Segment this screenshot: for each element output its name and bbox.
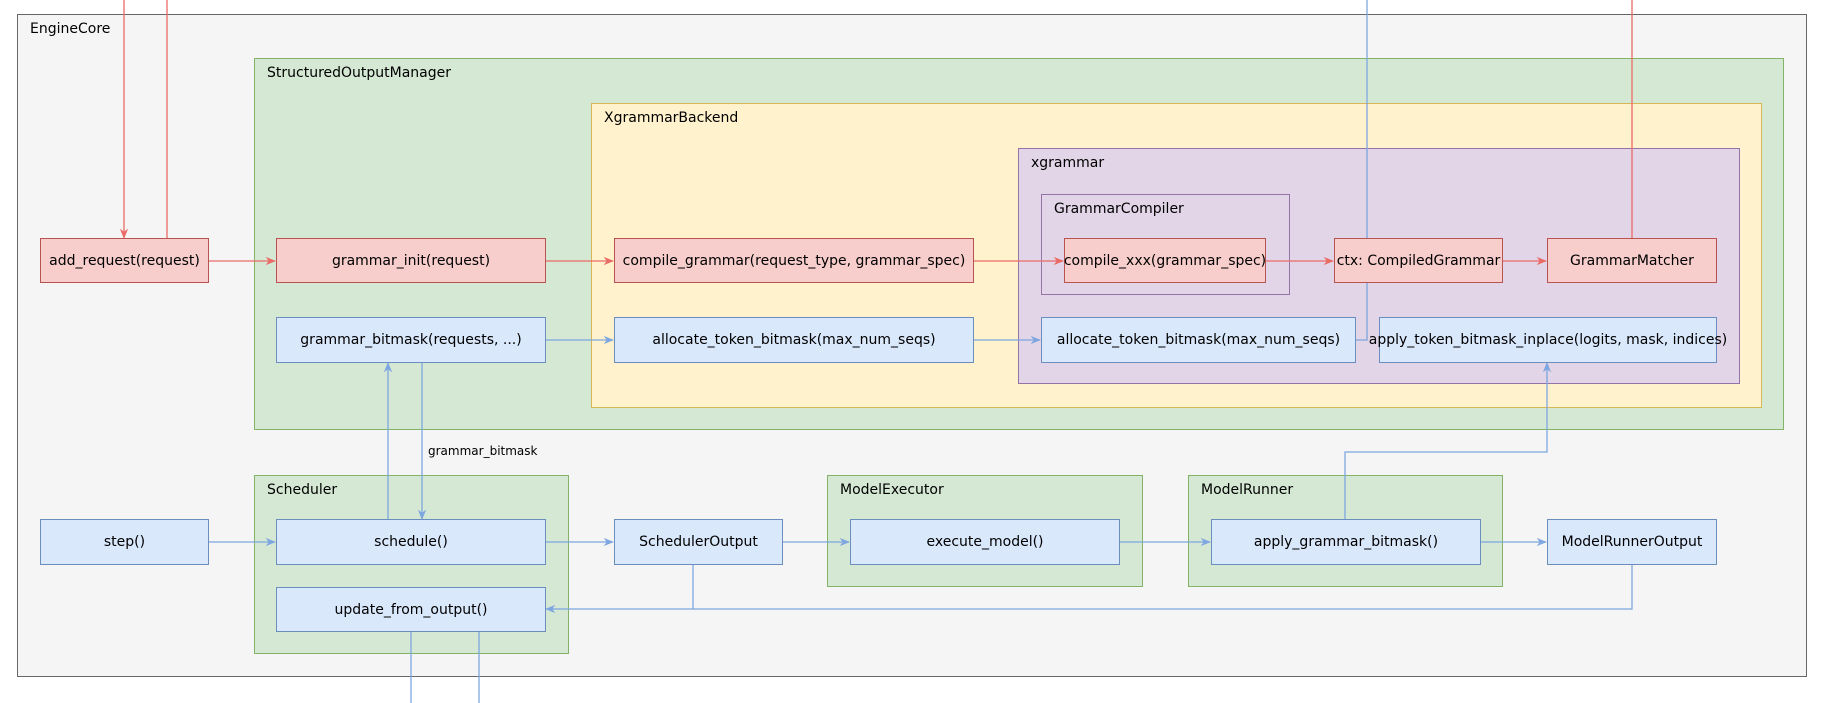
edge-apply-to-inplace <box>1344 361 1552 519</box>
apply-grammar-bitmask-node[interactable]: apply_grammar_bitmask() <box>1211 519 1481 565</box>
xgrammar-backend-label: XgrammarBackend <box>604 110 739 126</box>
xgrammar-label: xgrammar <box>1031 155 1105 171</box>
add-request-node[interactable]: add_request(request) <box>40 238 209 283</box>
grammar-compiler-label: GrammarCompiler <box>1054 201 1184 217</box>
allocate-token-bitmask-backend-node[interactable]: allocate_token_bitmask(max_num_seqs) <box>614 317 974 363</box>
edge-label-grammar-bitmask: grammar_bitmask <box>428 444 538 458</box>
engine-core-label: EngineCore <box>30 21 111 37</box>
compile-xxx-node[interactable]: compile_xxx(grammar_spec) <box>1064 238 1266 283</box>
edge-runner-output-to-update <box>544 565 1633 614</box>
schedule-node[interactable]: schedule() <box>276 519 546 565</box>
ctx-compiled-grammar-node[interactable]: ctx: CompiledGrammar <box>1334 238 1503 283</box>
structured-output-manager-label: StructuredOutputManager <box>267 65 452 81</box>
step-node[interactable]: step() <box>40 519 209 565</box>
compile-grammar-node[interactable]: compile_grammar(request_type, grammar_sp… <box>614 238 974 283</box>
scheduler-output-node[interactable]: SchedulerOutput <box>614 519 783 565</box>
allocate-token-bitmask-xgrammar-node[interactable]: allocate_token_bitmask(max_num_seqs) <box>1041 317 1356 363</box>
model-executor-label: ModelExecutor <box>840 482 944 498</box>
model-runner-output-node[interactable]: ModelRunnerOutput <box>1547 519 1717 565</box>
grammar-init-node[interactable]: grammar_init(request) <box>276 238 546 283</box>
apply-token-bitmask-inplace-node[interactable]: apply_token_bitmask_inplace(logits, mask… <box>1369 317 1727 363</box>
model-runner-label: ModelRunner <box>1201 482 1294 498</box>
scheduler-label: Scheduler <box>267 482 338 498</box>
execute-model-node[interactable]: execute_model() <box>850 519 1120 565</box>
update-from-output-node[interactable]: update_from_output() <box>276 587 546 632</box>
grammar-matcher-node[interactable]: GrammarMatcher <box>1547 238 1717 283</box>
grammar-bitmask-node[interactable]: grammar_bitmask(requests, ...) <box>276 317 546 363</box>
edge-allocate-external <box>1356 0 1368 341</box>
